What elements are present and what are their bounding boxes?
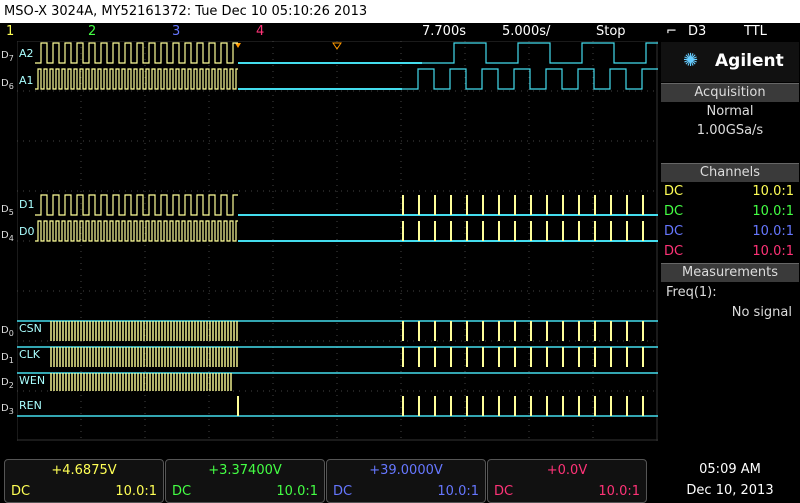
trace-d1-burst — [35, 194, 238, 216]
brand-name: Agilent — [715, 51, 784, 71]
acquisition-header[interactable]: Acquisition — [661, 83, 799, 102]
channel-1-box[interactable]: +4.6875V DC 10.0:1 — [4, 459, 164, 503]
channels-header[interactable]: Channels — [661, 163, 799, 182]
trigger-slope-icon: ⌐ — [666, 24, 677, 39]
ch4-offset: +0.0V — [546, 463, 588, 478]
center-marker-icon — [332, 42, 342, 50]
ch3-coupling: DC — [664, 224, 684, 239]
label-d6: D6 — [1, 78, 14, 92]
ch1-coupling: DC — [664, 184, 684, 199]
trigger-marker-icon — [235, 43, 241, 48]
measurement-value: No signal — [731, 305, 792, 320]
brand-box: ✺ Agilent — [661, 42, 799, 82]
ch4-coupling: DC — [664, 244, 684, 259]
ch3-dc: DC — [333, 484, 353, 499]
ch2-offset: +3.37400V — [208, 463, 282, 478]
trace-a2-burst — [35, 42, 238, 64]
acquisition-rate: 1.00GSa/s — [696, 123, 764, 138]
signal-d0: D0 — [19, 225, 35, 238]
acquisition-mode: Normal — [706, 104, 754, 119]
window-title: MSO-X 3024A, MY52161372: Tue Dec 10 05:1… — [4, 4, 368, 19]
trace-a1-burst — [35, 68, 238, 90]
channel-2-indicator[interactable]: 2 — [88, 24, 97, 39]
title-bar: MSO-X 3024A, MY52161372: Tue Dec 10 05:1… — [0, 0, 800, 23]
measurements-header[interactable]: Measurements — [661, 263, 799, 282]
label-d0: D0 — [1, 325, 14, 339]
ch2-dc: DC — [172, 484, 192, 499]
ch2-scale: 10.0:1 — [276, 484, 318, 499]
signal-a2: A2 — [19, 47, 34, 60]
trace-a1-slow — [402, 68, 658, 90]
trace-d0-burst — [35, 220, 238, 242]
ch1-offset: +4.6875V — [51, 463, 117, 478]
channel-2-box[interactable]: +3.37400V DC 10.0:1 — [165, 459, 325, 503]
trigger-markers — [235, 42, 342, 50]
agilent-logo-icon: ✺ — [683, 50, 699, 71]
ch1-dc: DC — [11, 484, 31, 499]
channel-3-indicator[interactable]: 3 — [172, 24, 181, 39]
signal-clk: CLK — [19, 348, 41, 361]
ch4-ratio: 10.0:1 — [752, 244, 794, 259]
trigger-source[interactable]: D3 — [688, 24, 707, 39]
ch4-scale: 10.0:1 — [598, 484, 640, 499]
ch1-scale: 10.0:1 — [115, 484, 157, 499]
status-bar: 1 2 3 4 7.700s 5.000s/ Stop ⌐ D3 TTL — [0, 23, 800, 41]
signal-ren: REN — [19, 399, 42, 412]
logic-traces — [17, 42, 658, 417]
waveform-display[interactable] — [17, 41, 658, 441]
signal-csn: CSN — [19, 322, 42, 335]
ch3-scale: 10.0:1 — [437, 484, 479, 499]
ch2-coupling: DC — [664, 204, 684, 219]
ch2-ratio: 10.0:1 — [752, 204, 794, 219]
channel-1-indicator[interactable]: 1 — [6, 24, 15, 39]
time-scale[interactable]: 5.000s/ — [502, 24, 551, 39]
signal-wen: WEN — [19, 374, 46, 387]
channel-4-box[interactable]: +0.0V DC 10.0:1 — [487, 459, 647, 503]
label-d2: D2 — [1, 377, 14, 391]
label-d1: D1 — [1, 352, 14, 366]
trigger-level[interactable]: TTL — [744, 24, 767, 39]
label-d7: D7 — [1, 50, 14, 64]
channel-3-box[interactable]: +39.0000V DC 10.0:1 — [326, 459, 486, 503]
channel-4-indicator[interactable]: 4 — [256, 24, 265, 39]
ch1-ratio: 10.0:1 — [752, 184, 794, 199]
clock-time: 05:09 AM — [699, 462, 761, 477]
signal-d1: D1 — [19, 198, 35, 211]
clock-date: Dec 10, 2013 — [686, 483, 774, 498]
label-d3: D3 — [1, 403, 14, 417]
time-delay[interactable]: 7.700s — [422, 24, 466, 39]
run-state[interactable]: Stop — [596, 24, 626, 39]
ch4-dc: DC — [494, 484, 514, 499]
trace-a2-slow — [422, 42, 658, 64]
ch3-ratio: 10.0:1 — [752, 224, 794, 239]
measurement-name: Freq(1): — [666, 285, 717, 300]
signal-a1: A1 — [19, 74, 34, 87]
side-panel — [660, 41, 800, 441]
ch3-offset: +39.0000V — [369, 463, 443, 478]
label-d5: D5 — [1, 204, 14, 218]
label-d4: D4 — [1, 230, 14, 244]
